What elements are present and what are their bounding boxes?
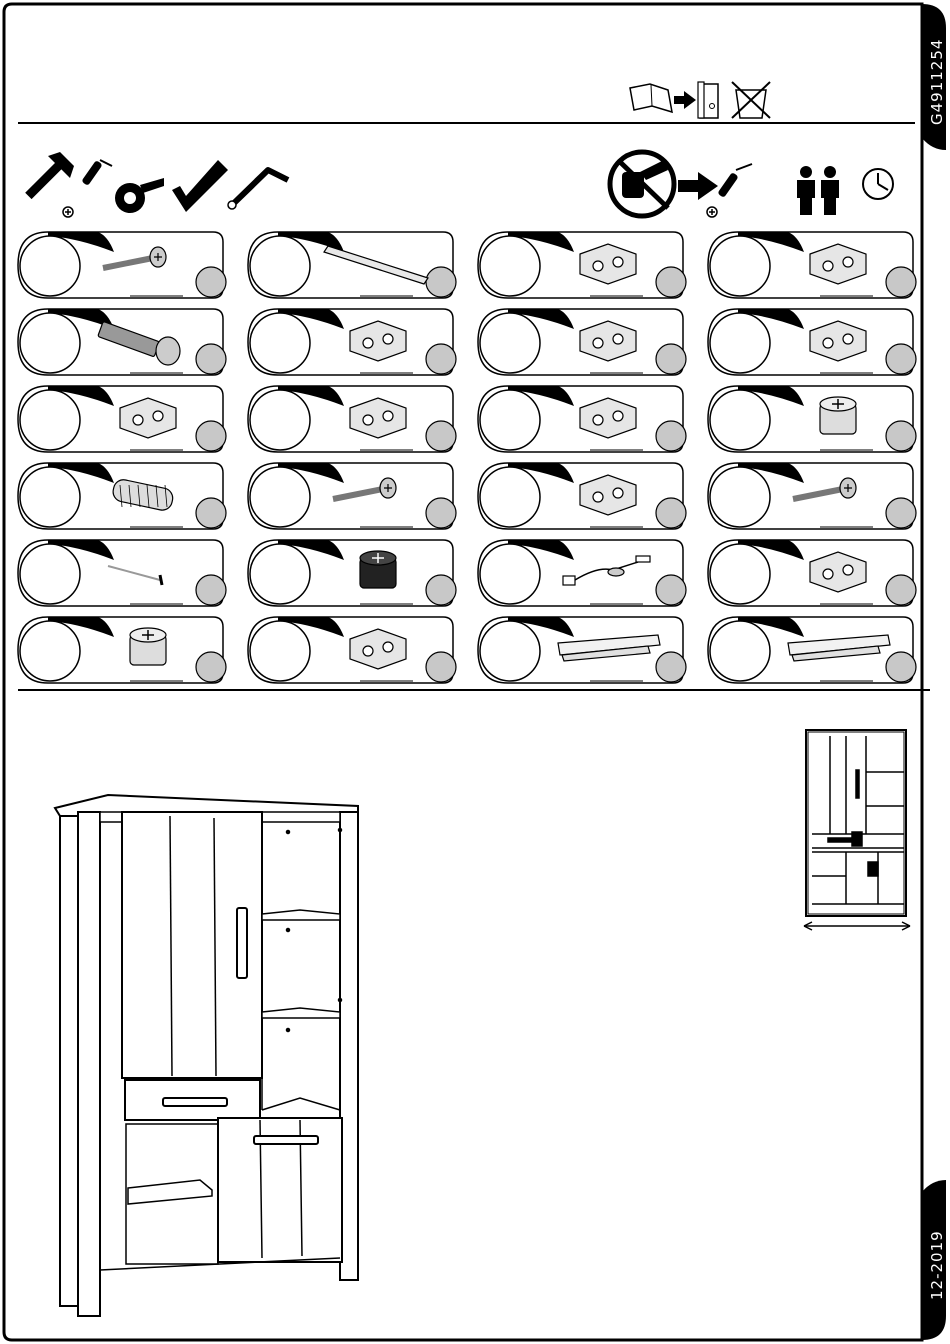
part-qty-circle xyxy=(656,575,686,605)
part-id-circle xyxy=(250,621,310,681)
part-id-circle xyxy=(250,390,310,450)
part-id-circle xyxy=(710,313,770,373)
part-qty-circle xyxy=(426,344,456,374)
part-id-circle xyxy=(20,236,80,296)
part-qty-circle xyxy=(196,421,226,451)
part-id-circle xyxy=(20,313,80,373)
part-card-threaded-insert xyxy=(708,540,916,606)
part-id-circle xyxy=(20,467,80,527)
clock-icon xyxy=(863,169,893,199)
part-qty-circle xyxy=(886,652,916,682)
part-card-cabinet-hinge xyxy=(478,309,686,375)
part-id-circle xyxy=(480,236,540,296)
part-id-circle xyxy=(20,544,80,604)
part-card-drawer-runner-right xyxy=(708,617,916,683)
cam-fitting-icon xyxy=(820,397,856,434)
part-qty-circle xyxy=(886,421,916,451)
date-code: 12-2019 xyxy=(928,1230,946,1300)
part-card-nail xyxy=(18,540,226,606)
part-qty-circle xyxy=(426,421,456,451)
part-qty-circle xyxy=(656,421,686,451)
part-qty-circle xyxy=(196,652,226,682)
two-persons-icon xyxy=(797,166,839,215)
part-card-cam-lock-connector xyxy=(478,232,686,298)
keep-manual-icon xyxy=(630,82,770,118)
part-id-circle xyxy=(710,467,770,527)
part-qty-circle xyxy=(426,267,456,297)
part-card-long-connector-bolt xyxy=(18,309,226,375)
part-id-circle xyxy=(250,544,310,604)
part-id-circle xyxy=(20,390,80,450)
part-qty-circle xyxy=(426,498,456,528)
part-card-cam-dowel-screw xyxy=(248,617,456,683)
part-qty-circle xyxy=(886,498,916,528)
part-card-cam-fitting-large xyxy=(18,617,226,683)
screwdriver-plus-icon-2 xyxy=(707,164,752,217)
part-id-circle xyxy=(480,544,540,604)
hammer-icon xyxy=(25,152,74,199)
part-id-circle xyxy=(710,390,770,450)
part-id-circle xyxy=(480,467,540,527)
allen-key-icon xyxy=(228,170,288,209)
part-qty-circle xyxy=(426,652,456,682)
part-id-circle xyxy=(20,621,80,681)
part-card-hinge-mounting-plate xyxy=(18,386,226,452)
part-qty-circle xyxy=(886,344,916,374)
part-qty-circle xyxy=(196,344,226,374)
part-id-circle xyxy=(480,313,540,373)
part-card-shelf-pin xyxy=(478,463,686,529)
part-id-circle xyxy=(250,467,310,527)
part-qty-circle xyxy=(656,267,686,297)
part-card-led-light-with-adapter xyxy=(478,540,686,606)
part-card-handle-bar xyxy=(248,232,456,298)
part-card-wooden-dowel xyxy=(18,463,226,529)
part-card-cam-fitting xyxy=(708,386,916,452)
part-id-circle xyxy=(710,544,770,604)
part-card-drawer-runner-left xyxy=(478,617,686,683)
tape-measure-icon xyxy=(115,178,164,213)
part-qty-circle xyxy=(196,498,226,528)
part-qty-circle xyxy=(196,575,226,605)
part-card-short-wood-screw xyxy=(708,463,916,529)
part-qty-circle xyxy=(196,267,226,297)
no-power-drill-icon xyxy=(610,152,718,216)
part-card-magnetic-catch xyxy=(708,232,916,298)
part-qty-circle xyxy=(426,575,456,605)
part-id-circle xyxy=(710,236,770,296)
part-id-circle xyxy=(250,236,310,296)
part-qty-circle xyxy=(656,498,686,528)
part-qty-circle xyxy=(886,267,916,297)
part-card-shelf-support-pin xyxy=(708,309,916,375)
part-card-long-wood-screw xyxy=(248,463,456,529)
part-card-corner-bracket xyxy=(248,309,456,375)
part-card-soft-close-damper xyxy=(248,386,456,452)
product-code: G4911254 xyxy=(928,39,946,125)
part-qty-circle xyxy=(656,652,686,682)
part-card-cam-bolt xyxy=(478,386,686,452)
part-card-cam-lock-black xyxy=(248,540,456,606)
cabinet-front-view xyxy=(804,730,910,930)
part-id-circle xyxy=(480,621,540,681)
part-id-circle xyxy=(710,621,770,681)
part-id-circle xyxy=(480,390,540,450)
parts-grid xyxy=(18,232,916,683)
part-qty-circle xyxy=(886,575,916,605)
square-ruler-icon xyxy=(172,160,228,212)
part-qty-circle xyxy=(656,344,686,374)
part-id-circle xyxy=(250,313,310,373)
part-card-bolt-with-washer xyxy=(18,232,226,298)
cabinet-drawing xyxy=(55,795,358,1316)
cam-fitting-large-icon xyxy=(130,628,166,665)
cam-lock-black-icon xyxy=(360,551,396,588)
